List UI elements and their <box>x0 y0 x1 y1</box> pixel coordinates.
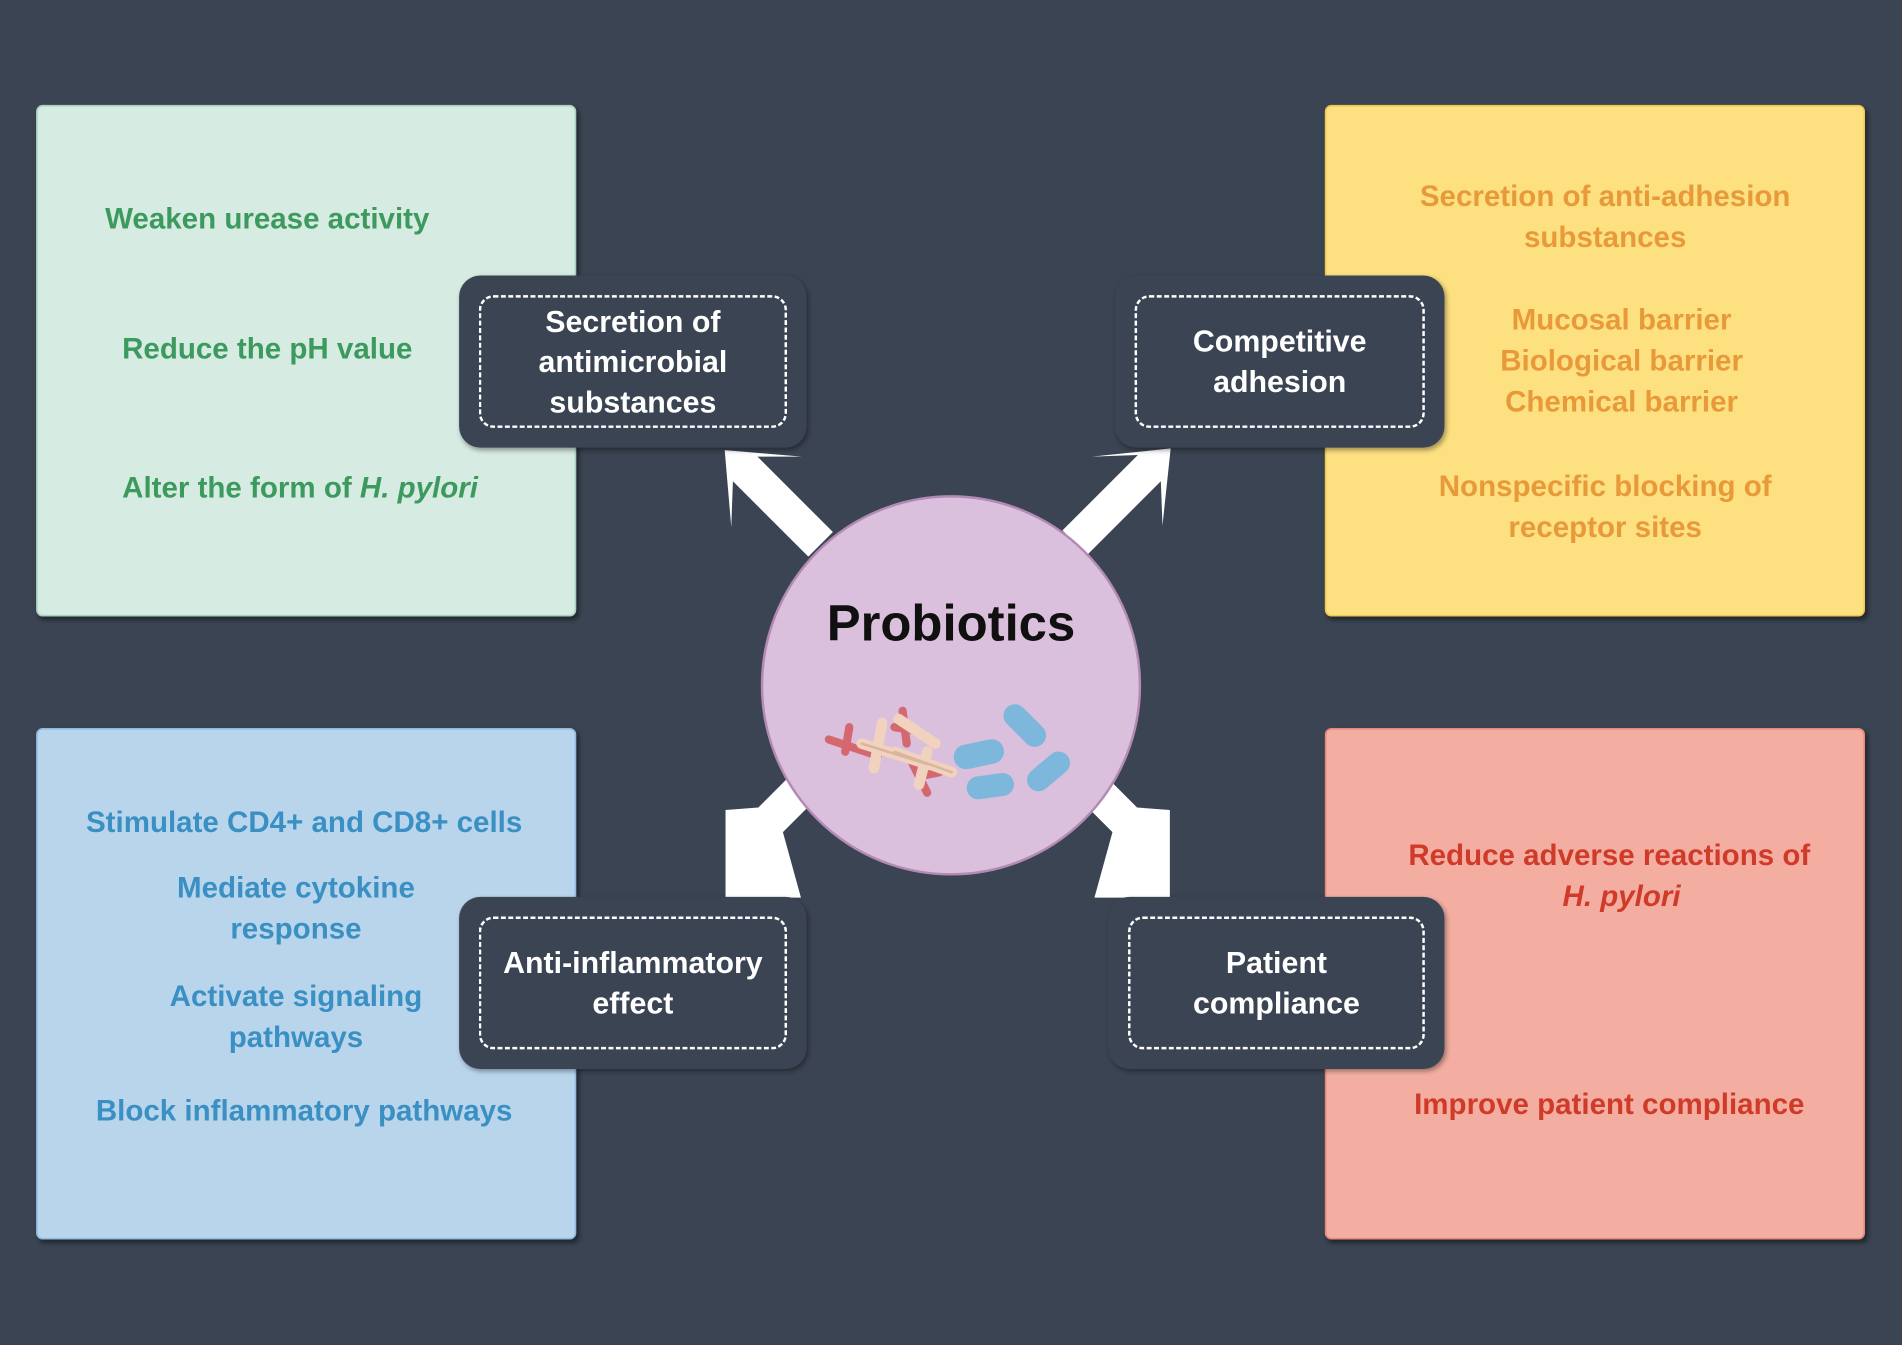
panel-anti-inflammatory: Stimulate CD4+ and CD8+ cells Mediate cy… <box>36 727 577 1240</box>
mechanism-compliance-line2: compliance <box>1192 986 1360 1020</box>
item-anti-adhesion: Secretion of anti-adhesion substances <box>1359 175 1851 257</box>
item-mediate-cytokine: Mediate cytokine response <box>38 867 554 949</box>
arrow-to-adhesion <box>1062 448 1171 556</box>
mechanism-adhesion-line2: adhesion <box>1213 364 1347 399</box>
mechanism-competitive-adhesion-label: Competitive adhesion <box>1134 295 1425 428</box>
mechanism-anti-inflammatory-label: Anti-inflammatory effect <box>478 916 788 1050</box>
mechanism-adhesion-line1: Competitive <box>1192 324 1367 359</box>
mechanism-patient-compliance-label: Patient compliance <box>1128 916 1425 1050</box>
arrow-to-anti-inflammatory <box>725 770 820 898</box>
mechanism-antimicrobial-line1: Secretion of <box>545 304 721 339</box>
item-mucosal-barrier: Mucosal barrier <box>1511 302 1732 337</box>
item-nonspecific-blocking: Nonspecific blocking of receptor sites <box>1359 466 1851 548</box>
mechanism-compliance-line1: Patient <box>1225 946 1327 980</box>
item-biological-barrier: Biological barrier <box>1500 343 1743 378</box>
item-activate-line1: Activate signaling <box>169 978 423 1013</box>
item-improve-compliance: Improve patient compliance <box>1414 1087 1805 1121</box>
item-reduce-ph: Reduce the pH value <box>122 331 413 365</box>
probiotics-center: Probiotics <box>760 495 1142 876</box>
item-block-inflammatory: Block inflammatory pathways <box>95 1093 513 1128</box>
mechanism-antimicrobial-line2: antimicrobial <box>538 344 728 379</box>
item-alter-form: Alter the form of H. pylori <box>38 467 563 508</box>
item-stimulate-cd: Stimulate CD4+ and CD8+ cells <box>85 805 523 839</box>
bacteria-icon <box>824 704 1071 800</box>
item-anti-adhesion-line1: Secretion of anti-adhesion <box>1419 178 1791 213</box>
item-activate-line2: pathways <box>228 1019 364 1054</box>
item-activate-signaling: Activate signaling pathways <box>38 976 554 1058</box>
item-weaken-urease: Weaken urease activity <box>105 201 430 236</box>
mechanism-antimicrobial: Secretion of antimicrobial substances <box>459 275 807 448</box>
mechanism-anti-inflammatory-line2: effect <box>592 986 674 1020</box>
mechanism-anti-inflammatory: Anti-inflammatory effect <box>459 896 807 1070</box>
h-pylori-italic-2: H. pylori <box>1562 878 1681 913</box>
item-chemical-barrier: Chemical barrier <box>1505 384 1739 419</box>
arrow-to-antimicrobial <box>724 450 833 557</box>
mechanism-anti-inflammatory-line1: Anti-inflammatory <box>503 946 763 980</box>
item-nonspecific-line1: Nonspecific blocking of <box>1438 468 1772 503</box>
item-mediate-line2: response <box>230 911 362 946</box>
mechanism-antimicrobial-label: Secretion of antimicrobial substances <box>478 295 788 428</box>
item-nonspecific-line2: receptor sites <box>1508 509 1702 544</box>
item-barriers: Mucosal barrier Biological barrier Chemi… <box>1400 299 1843 422</box>
item-reduce-adverse: Reduce adverse reactions of H. pylori <box>1359 835 1859 917</box>
mechanism-antimicrobial-line3: substances <box>549 384 717 419</box>
h-pylori-italic: H. pylori <box>359 470 478 505</box>
item-reduce-adverse-line1: Reduce adverse reactions of <box>1408 837 1811 872</box>
item-mediate-line1: Mediate cytokine <box>177 870 415 905</box>
mechanism-patient-compliance: Patient compliance <box>1108 896 1445 1070</box>
item-alter-form-text: Alter the form of <box>122 470 352 505</box>
item-anti-adhesion-line2: substances <box>1523 219 1687 254</box>
mechanism-competitive-adhesion: Competitive adhesion <box>1114 275 1445 448</box>
center-title: Probiotics <box>826 595 1076 652</box>
